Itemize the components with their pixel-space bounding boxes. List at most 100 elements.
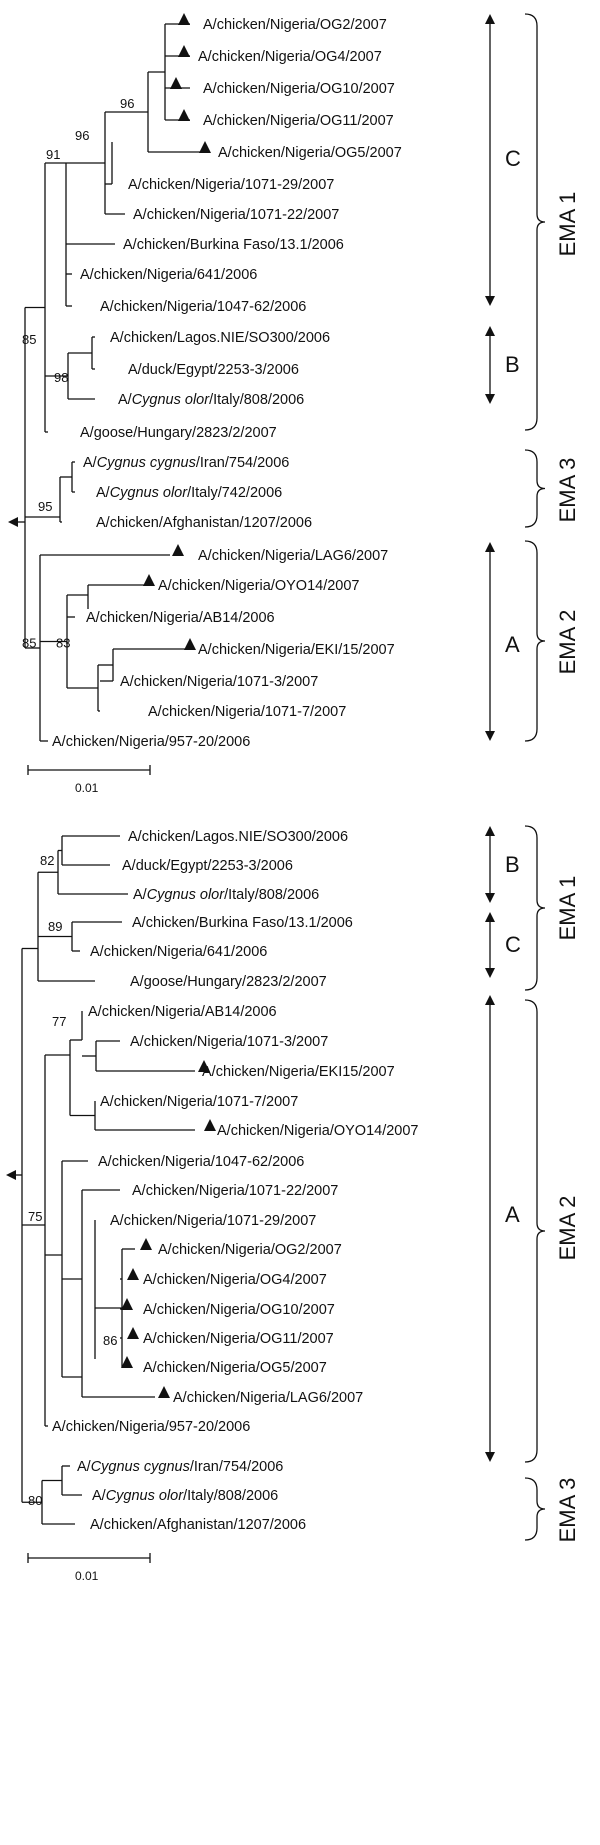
- bootstrap-value: 85: [22, 332, 36, 347]
- leaf-label: A/chicken/Nigeria/1047-62/2006: [100, 299, 306, 315]
- leaf-label: A/chicken/Nigeria/OG2/2007: [203, 17, 387, 33]
- leaf-label: A/chicken/Afghanistan/1207/2006: [96, 515, 312, 531]
- leaf-label: A/chicken/Nigeria/LAG6/2007: [173, 1390, 363, 1406]
- leaf-label-part: A/chicken/Nigeria/957-20/2006: [52, 1419, 250, 1435]
- scale-label: 0.01: [75, 1569, 99, 1583]
- leaf-label-part: A/chicken/Nigeria/1047-62/2006: [100, 299, 306, 315]
- leaf-label-part: A/chicken/Nigeria/OG11/2007: [203, 113, 394, 129]
- leaf-label: A/chicken/Lagos.NIE/SO300/2006: [128, 829, 348, 845]
- leaf-label-part: A/chicken/Nigeria/1071-3/2007: [130, 1034, 328, 1050]
- leaf-label: A/chicken/Nigeria/OG11/2007: [143, 1331, 334, 1347]
- arrowhead-icon: [485, 14, 495, 24]
- leaf-label: A/chicken/Nigeria/AB14/2006: [86, 610, 275, 626]
- leaf-label-part: /Iran/754/2006: [190, 1459, 284, 1475]
- leaf-label-part: A/goose/Hungary/2823/2/2007: [80, 425, 277, 441]
- leaf-label-part: /Italy/742/2006: [187, 485, 282, 501]
- bootstrap-value: 75: [28, 1209, 42, 1224]
- leaf-label-part: A/chicken/Nigeria/OG11/2007: [143, 1331, 334, 1347]
- leaf-label: A/chicken/Nigeria/1071-7/2007: [148, 704, 346, 720]
- leaf-label: A/chicken/Nigeria/641/2006: [90, 944, 267, 960]
- leaf-label-part: Cygnus olor: [147, 887, 226, 903]
- marker-triangle-icon: [170, 77, 182, 89]
- leaf-label-part: A/chicken/Nigeria/OG2/2007: [158, 1242, 342, 1258]
- leaf-label-part: A/duck/Egypt/2253-3/2006: [122, 858, 293, 874]
- leaf-label: A/chicken/Burkina Faso/13.1/2006: [123, 237, 344, 253]
- bootstrap-value: 91: [46, 147, 60, 162]
- leaf-label-part: A/chicken/Nigeria/OG2/2007: [203, 17, 387, 33]
- leaf-label-part: A/chicken/Nigeria/641/2006: [80, 267, 257, 283]
- leaf-label-part: /Italy/808/2006: [209, 392, 304, 408]
- marker-triangle-icon: [143, 574, 155, 586]
- arrowhead-icon: [485, 296, 495, 306]
- bootstrap-value: 82: [40, 853, 54, 868]
- bootstrap-value: 98: [54, 370, 68, 385]
- leaf-label: A/chicken/Nigeria/OG5/2007: [143, 1360, 327, 1376]
- leaf-label: A/chicken/Nigeria/EKI/15/2007: [198, 642, 395, 658]
- leaf-label: A/chicken/Nigeria/641/2006: [80, 267, 257, 283]
- marker-triangle-icon: [172, 544, 184, 556]
- leaf-label: A/chicken/Nigeria/OYO14/2007: [158, 578, 360, 594]
- bootstrap-value: 77: [52, 1014, 66, 1029]
- leaf-label: A/chicken/Nigeria/1071-22/2007: [132, 1183, 338, 1199]
- leaf-label: A/duck/Egypt/2253-3/2006: [122, 858, 293, 874]
- leaf-label-part: A/chicken/Afghanistan/1207/2006: [90, 1517, 306, 1533]
- marker-triangle-icon: [121, 1356, 133, 1368]
- arrowhead-icon: [485, 995, 495, 1005]
- arrowhead-icon: [485, 731, 495, 741]
- clade-label: A: [505, 1202, 520, 1227]
- clade-label: A: [505, 632, 520, 657]
- arrowhead-icon: [485, 968, 495, 978]
- leaf-label: A/Cygnus olor/Italy/808/2006: [92, 1488, 278, 1504]
- leaf-label-part: A/chicken/Nigeria/EKI15/2007: [202, 1064, 395, 1080]
- leaf-label: A/Cygnus olor/Italy/742/2006: [96, 485, 282, 501]
- leaf-label-part: A/chicken/Nigeria/OG10/2007: [143, 1302, 335, 1318]
- leaf-label: A/chicken/Lagos.NIE/SO300/2006: [110, 330, 330, 346]
- leaf-label: A/goose/Hungary/2823/2/2007: [80, 425, 277, 441]
- scale-label: 0.01: [75, 781, 99, 795]
- leaf-label: A/chicken/Nigeria/OG4/2007: [198, 49, 382, 65]
- leaf-label-part: A/: [96, 485, 111, 501]
- leaf-label-part: A/chicken/Nigeria/1071-22/2007: [133, 207, 339, 223]
- leaf-label-part: A/chicken/Nigeria/OG4/2007: [198, 49, 382, 65]
- bootstrap-value: 83: [56, 636, 70, 651]
- leaf-label-part: Cygnus cygnus: [91, 1459, 190, 1475]
- leaf-label-part: A/: [92, 1488, 107, 1504]
- leaf-label: A/chicken/Nigeria/OG10/2007: [203, 81, 395, 97]
- root-arrow-icon: [6, 1170, 16, 1180]
- leaf-label-part: A/duck/Egypt/2253-3/2006: [128, 362, 299, 378]
- leaf-label-part: /Italy/808/2006: [224, 887, 319, 903]
- leaf-label-part: A/chicken/Nigeria/1071-7/2007: [100, 1094, 298, 1110]
- bootstrap-value: 80: [28, 1493, 42, 1508]
- leaf-label-part: A/: [83, 455, 98, 471]
- leaf-label-part: /Italy/808/2006: [183, 1488, 278, 1504]
- group-label: EMA 3: [555, 458, 580, 523]
- group-label: EMA 2: [555, 1196, 580, 1261]
- leaf-label-part: A/: [118, 392, 133, 408]
- leaf-label-part: A/chicken/Burkina Faso/13.1/2006: [123, 237, 344, 253]
- leaf-label: A/Cygnus cygnus/Iran/754/2006: [77, 1459, 283, 1475]
- group-bracket: [524, 825, 546, 991]
- leaf-label: A/chicken/Nigeria/1071-3/2007: [130, 1034, 328, 1050]
- marker-triangle-icon: [121, 1298, 133, 1310]
- leaf-label: A/chicken/Nigeria/957-20/2006: [52, 1419, 250, 1435]
- group-bracket: [524, 13, 546, 431]
- arrowhead-icon: [485, 1452, 495, 1462]
- leaf-label-part: A/chicken/Lagos.NIE/SO300/2006: [128, 829, 348, 845]
- group-bracket: [524, 999, 546, 1463]
- marker-triangle-icon: [158, 1386, 170, 1398]
- group-bracket: [524, 449, 546, 528]
- arrowhead-icon: [485, 912, 495, 922]
- marker-triangle-icon: [127, 1268, 139, 1280]
- leaf-label-part: Cygnus olor: [106, 1488, 185, 1504]
- leaf-label-part: A/chicken/Nigeria/1071-29/2007: [128, 177, 334, 193]
- leaf-label-part: A/chicken/Burkina Faso/13.1/2006: [132, 915, 353, 931]
- leaf-label: A/chicken/Nigeria/OG11/2007: [203, 113, 394, 129]
- arrowhead-icon: [485, 326, 495, 336]
- leaf-label: A/chicken/Nigeria/OG10/2007: [143, 1302, 335, 1318]
- leaf-label: A/chicken/Nigeria/LAG6/2007: [198, 548, 388, 564]
- root-arrow-icon: [8, 517, 18, 527]
- arrowhead-icon: [485, 394, 495, 404]
- group-label: EMA 3: [555, 1478, 580, 1543]
- group-bracket: [524, 1477, 546, 1541]
